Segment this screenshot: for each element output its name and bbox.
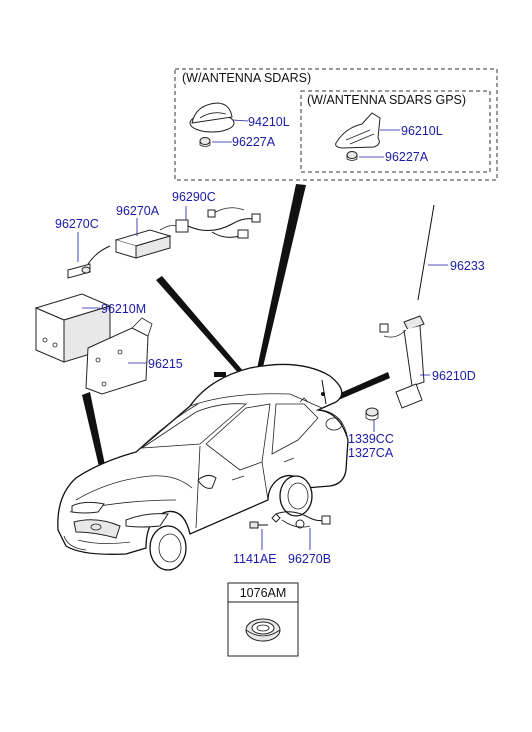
label-96210D: 96210D	[432, 369, 476, 383]
inset-1076am-box: 1076AM	[227, 582, 299, 657]
cable-96270c	[67, 232, 111, 279]
label-96290C: 96290C	[172, 190, 216, 204]
label-96227A-sdars: 96227A	[232, 135, 276, 149]
sedan-car-outline	[57, 363, 349, 571]
roof-harness-marker	[214, 372, 226, 377]
label-94210L: 94210L	[248, 115, 290, 129]
label-96270B: 96270B	[288, 552, 331, 566]
sdars-gps-nut-part	[346, 151, 384, 161]
label-1339CC: 1339CC	[348, 432, 394, 446]
bolt-1141ae	[249, 521, 268, 550]
nut-1339cc	[365, 407, 379, 432]
sdars-nut-part	[199, 137, 232, 147]
sdars-gps-antenna-part	[335, 112, 400, 149]
label-96210L: 96210L	[401, 124, 443, 138]
grommet-part	[245, 618, 281, 642]
cable-96270b	[271, 511, 331, 550]
label-96270C: 96270C	[55, 217, 99, 231]
label-96227A-gps: 96227A	[385, 150, 429, 164]
label-1327CA: 1327CA	[348, 446, 394, 460]
label-96215: 96215	[148, 357, 183, 371]
sdars-gps-box-title: (W/ANTENNA SDARS GPS)	[307, 93, 466, 107]
antenna-base-96210d	[379, 315, 430, 409]
label-1141AE: 1141AE	[233, 552, 277, 566]
harness-96290c	[175, 206, 261, 239]
label-96270A: 96270A	[116, 204, 160, 218]
label-96233: 96233	[450, 259, 485, 273]
label-96210M: 96210M	[101, 302, 146, 316]
sdars-box-title: (W/ANTENNA SDARS)	[182, 71, 311, 85]
bracket-96215	[85, 317, 153, 395]
cable-module-96270a	[114, 218, 177, 259]
inset-title: 1076AM	[240, 586, 287, 600]
sdars-antenna-part	[189, 102, 249, 133]
sdars-gps-antenna-box: (W/ANTENNA SDARS GPS) 96210L 96227A	[300, 90, 491, 173]
sdars-antenna-box: (W/ANTENNA SDARS) 94210L 96227A	[174, 68, 498, 181]
mast-96233	[417, 204, 448, 301]
